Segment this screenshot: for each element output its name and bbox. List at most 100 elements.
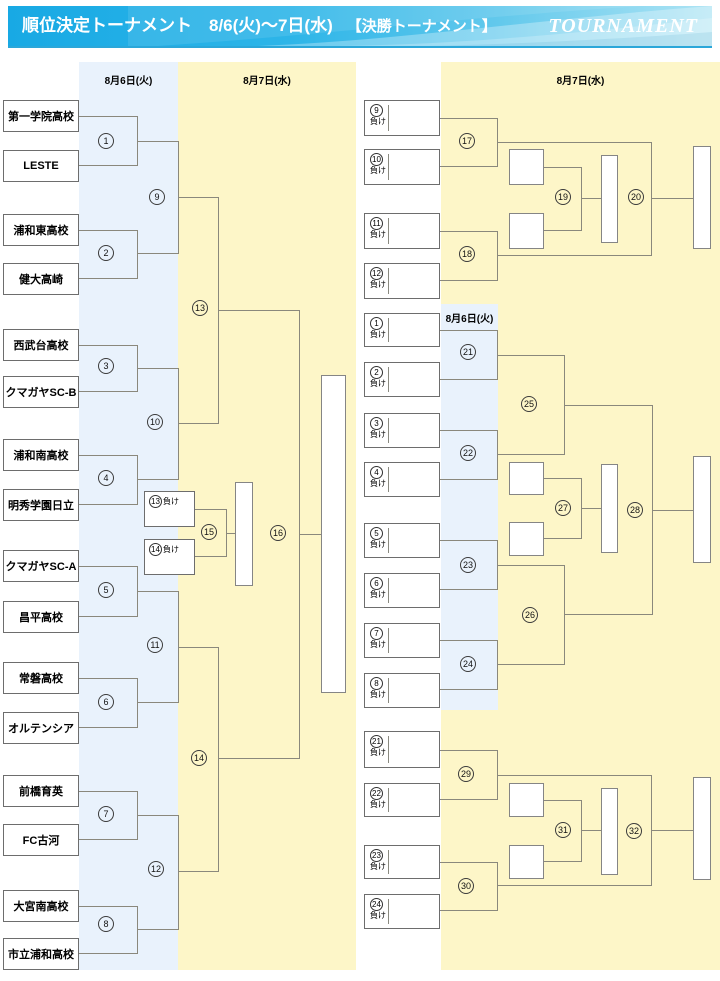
score-divider-line — [388, 318, 389, 342]
bracket-connector — [498, 355, 565, 455]
match-number-circle: 29 — [458, 766, 474, 782]
score-divider-line — [388, 268, 389, 294]
column-header-left-day2: 8月7日(水) — [243, 76, 291, 87]
match-number-circle: 19 — [555, 189, 571, 205]
match-number-circle: 11 — [147, 637, 163, 653]
match-number-circle: 14 — [149, 543, 162, 556]
match-number-circle: 18 — [459, 246, 475, 262]
winner-line — [582, 198, 601, 199]
page-title: 順位決定トーナメント 8/6(火)～7日(水) — [22, 16, 333, 35]
match-number-circle: 23 — [460, 557, 476, 573]
bracket-connector — [79, 791, 138, 840]
match-number-circle: 22 — [460, 445, 476, 461]
team-box: FC古河 — [3, 824, 79, 856]
bracket-connector — [498, 565, 565, 665]
team-box: 第一学院高校 — [3, 100, 79, 132]
title-banner: 順位決定トーナメント 8/6(火)～7日(水) 【決勝トーナメント】 TOURNA… — [8, 6, 712, 48]
match-number-circle: 27 — [555, 500, 571, 516]
match-number-circle: 3 — [98, 358, 114, 374]
match-number-circle: 13 — [149, 495, 162, 508]
loser-label: 負け — [163, 545, 179, 554]
loser-label: 負け — [370, 862, 386, 871]
advance-slot-box — [601, 464, 618, 553]
match-number-circle: 31 — [555, 822, 571, 838]
bracket-connector — [440, 862, 498, 911]
winner-line — [652, 830, 694, 831]
advance-slot-box — [235, 482, 253, 586]
team-box: クマガヤSC-B — [3, 376, 79, 408]
match-number-circle: 13 — [192, 300, 208, 316]
bracket-connector — [440, 750, 498, 800]
match-number-circle: 16 — [270, 525, 286, 541]
match-number-circle: 1 — [98, 133, 114, 149]
match-number-circle: 8 — [98, 916, 114, 932]
bracket-connector — [498, 775, 652, 886]
match-number-circle: 3 — [370, 417, 383, 430]
loser-label: 負け — [370, 590, 386, 599]
loser-label: 負け — [370, 117, 386, 126]
match-number-circle: 32 — [626, 823, 642, 839]
winner-line — [582, 830, 601, 831]
score-divider-line — [388, 628, 389, 653]
bracket-connector — [440, 640, 498, 690]
advance-slot-box — [693, 777, 711, 880]
advance-slot-box — [693, 456, 711, 563]
score-divider-line — [388, 105, 389, 131]
bracket-connector — [179, 197, 219, 424]
match-number-circle: 24 — [370, 898, 383, 911]
bracket-connector — [544, 167, 582, 231]
bracket-connector — [219, 310, 300, 759]
column-header-right-day1: 8月6日(火) — [445, 314, 494, 325]
team-box: 昌平高校 — [3, 601, 79, 633]
bracket-connector — [79, 345, 138, 392]
score-divider-line — [388, 418, 389, 443]
advance-slot-box — [509, 522, 544, 556]
advance-slot-box — [321, 375, 346, 693]
advance-slot-box — [509, 462, 544, 495]
advance-slot-box — [601, 788, 618, 875]
brand-wordmark: TOURNAMENT — [548, 15, 698, 37]
winner-line — [652, 198, 694, 199]
page-subtitle: 【決勝トーナメント】 — [346, 18, 497, 35]
match-number-circle: 23 — [370, 849, 383, 862]
column-header-left-day1: 8月6日(火) — [104, 76, 153, 87]
day1-column-band-right — [441, 304, 498, 710]
match-number-circle: 2 — [98, 245, 114, 261]
match-number-circle: 15 — [201, 524, 217, 540]
bracket-connector — [440, 118, 498, 167]
team-box: 浦和東高校 — [3, 214, 79, 246]
match-number-circle: 7 — [370, 627, 383, 640]
match-number-circle: 24 — [460, 656, 476, 672]
team-box: 西武台高校 — [3, 329, 79, 361]
match-number-circle: 9 — [370, 104, 383, 117]
match-number-circle: 26 — [522, 607, 538, 623]
team-box: 市立浦和高校 — [3, 938, 79, 970]
loser-label: 負け — [370, 748, 386, 757]
loser-label: 負け — [370, 540, 386, 549]
team-box: クマガヤSC-A — [3, 550, 79, 582]
match-number-circle: 6 — [98, 694, 114, 710]
match-number-circle: 4 — [370, 466, 383, 479]
team-box: 常磐高校 — [3, 662, 79, 694]
score-divider-line — [388, 678, 389, 703]
loser-label: 負け — [370, 280, 386, 289]
bracket-connector — [195, 509, 227, 557]
loser-label: 負け — [370, 690, 386, 699]
score-divider-line — [388, 788, 389, 812]
bracket-connector — [138, 815, 179, 930]
bracket-connector — [79, 116, 138, 166]
winner-line — [227, 533, 235, 534]
score-divider-line — [388, 154, 389, 180]
bracket-connector — [544, 800, 582, 862]
bracket-connector — [440, 540, 498, 590]
loser-label: 負け — [370, 166, 386, 175]
team-box: 健大高崎 — [3, 263, 79, 295]
